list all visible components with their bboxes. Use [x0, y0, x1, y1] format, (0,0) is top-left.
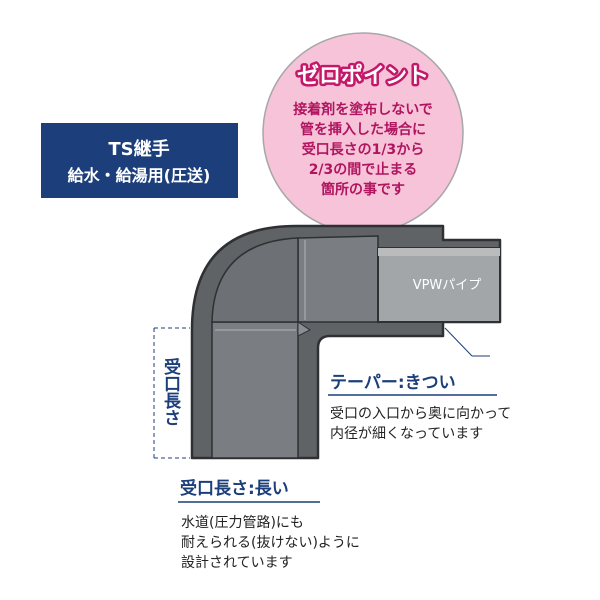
zero-point-title: ゼロポイント [297, 63, 429, 89]
length-heading: 受口長さ:長い [180, 478, 289, 499]
pipe-label: VPWパイプ [413, 278, 482, 293]
bubble-line-5: 箇所の事です [321, 181, 405, 198]
taper-line-1: 受口の入口から奥に向かって [330, 405, 511, 422]
zero-point-bubble: ゼロポイント 接着剤を塗布しないで 管を挿入した場合に 受口長さの1/3から 2… [262, 32, 464, 242]
taper-callout: テーパー:きつい 受口の入口から奥に向かって 内径が細くなっています [328, 327, 511, 442]
badge-title: TS継手 [108, 138, 169, 160]
bubble-line-1: 接着剤を塗布しないで [293, 101, 433, 118]
length-line-1: 水道(圧力管路)にも [181, 515, 304, 531]
bubble-line-3: 受口長さの1/3から [302, 141, 425, 158]
length-line-3: 設計されています [181, 555, 293, 571]
socket-length-dimension: 受口長さ [153, 327, 190, 459]
taper-line-2: 内径が細くなっています [330, 426, 483, 442]
length-line-2: 耐えられる(抜けない)ように [181, 535, 360, 551]
vpw-pipe: VPWパイプ [377, 247, 501, 323]
bubble-line-2: 管を挿入した場合に [300, 121, 426, 138]
socket-length-vertical-label: 受口長さ [160, 357, 181, 426]
taper-heading: テーパー:きつい [330, 373, 456, 393]
bubble-line-4: 2/3の間で止まる [309, 161, 418, 178]
ts-fitting-badge: TS継手 給水・給湯用(圧送) [41, 123, 238, 198]
badge-subtitle: 給水・給湯用(圧送) [68, 166, 211, 185]
length-callout: 受口長さ:長い 水道(圧力管路)にも 耐えられる(抜けない)ように 設計されてい… [178, 478, 360, 571]
